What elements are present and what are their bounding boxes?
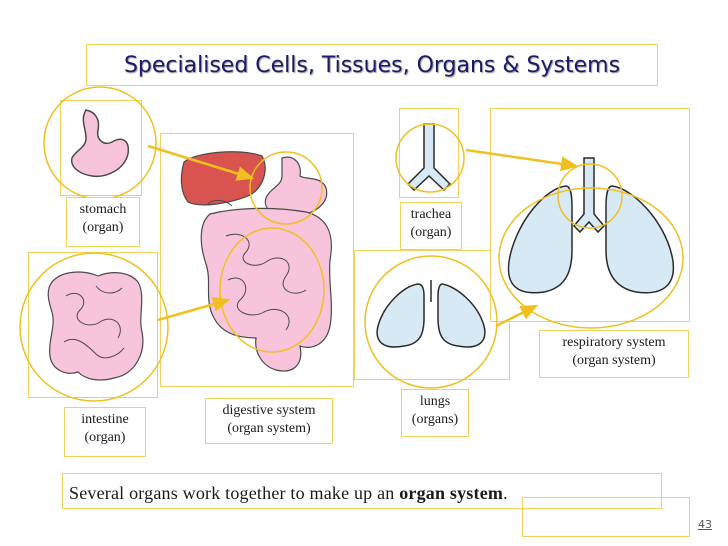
caption: Several organs work together to make up … — [62, 473, 662, 509]
arrow-lungs-to-system — [495, 304, 539, 328]
trachea-highlight-circle — [395, 123, 465, 193]
arrow-trachea-to-system — [465, 148, 579, 172]
stomach-label-name: stomach — [79, 202, 127, 217]
stomach-illustration — [70, 109, 130, 178]
intestine-illustration — [47, 271, 144, 381]
caption-period: . — [503, 483, 508, 503]
lungs-label-name: lungs — [419, 394, 451, 409]
arrow-intestine-to-system — [157, 296, 231, 322]
respiratory-system-label: respiratory system (organ system) — [539, 330, 689, 378]
lungs-picture-box — [354, 250, 510, 380]
lungs-illustration — [376, 280, 486, 348]
caption-emphasis: organ system — [399, 483, 504, 503]
digestive-system-label: digestive system (organ system) — [205, 398, 333, 444]
lungs-label: lungs (organs) — [401, 389, 469, 437]
arrow-stomach-to-system — [147, 144, 255, 181]
trachea-illustration — [406, 123, 452, 192]
stomach-label: stomach (organ) — [66, 197, 140, 247]
respiratory-lungs-circle — [498, 187, 684, 329]
trachea-label-name: trachea — [410, 207, 452, 222]
digestive-intestine-circle — [219, 227, 325, 353]
trachea-label: trachea (organ) — [400, 202, 462, 250]
respiratory-trachea-circle — [557, 163, 623, 229]
digestive-system-illustration — [180, 151, 332, 372]
intestine-label-name: intestine — [81, 412, 129, 427]
lungs-highlight-circle — [364, 255, 498, 389]
stomach-label-type: (organ) — [82, 220, 124, 235]
digestive-stomach-circle — [249, 151, 323, 225]
intestine-highlight-circle — [19, 252, 169, 402]
page-number: 43 — [698, 518, 712, 531]
page-title: Specialised Cells, Tissues, Organs & Sys… — [123, 52, 621, 78]
digestive-label-name: digestive system — [222, 403, 316, 418]
title-box: Specialised Cells, Tissues, Organs & Sys… — [86, 44, 658, 86]
footer-box — [522, 497, 690, 537]
respiratory-label-name: respiratory system — [562, 335, 666, 350]
caption-text: Several organs work together to make up … — [69, 483, 400, 503]
intestine-label-type: (organ) — [84, 430, 126, 445]
lungs-label-type: (organs) — [411, 412, 459, 427]
intestine-label: intestine (organ) — [64, 407, 146, 457]
trachea-label-type: (organ) — [410, 225, 452, 240]
respiratory-label-type: (organ system) — [572, 353, 656, 368]
digestive-label-type: (organ system) — [227, 421, 311, 436]
respiratory-system-illustration — [507, 157, 675, 294]
